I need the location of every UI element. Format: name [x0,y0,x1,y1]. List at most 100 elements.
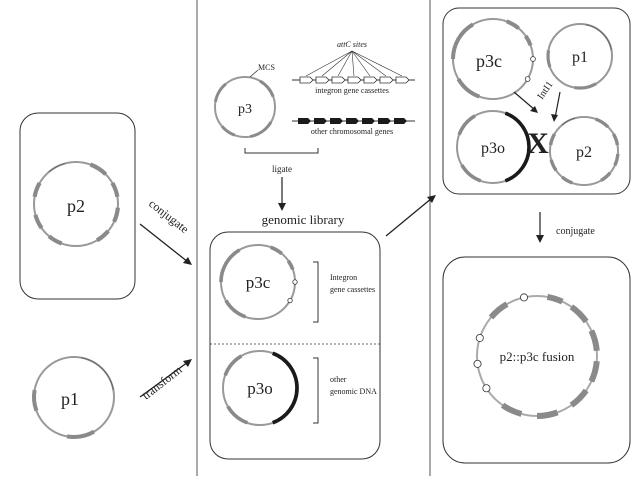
attc-sites-label: attC sites [337,40,367,49]
attc-fan-lines [305,50,403,77]
plasmid-p3: p3 [213,76,276,139]
plasmid-p3o-library-label: p3o [247,379,273,398]
p3c-mating-features [451,19,536,99]
integron-bracket [313,261,319,323]
fusion-features [473,293,600,419]
gene-block [504,111,531,183]
gene-block [47,234,63,246]
gene-block [32,389,39,412]
gene-block [546,50,552,68]
plasmid-p3o-library: p3o [222,350,299,426]
other-bracket-label-2: genomic DNA [330,387,377,396]
conjugate-label-right: conjugate [556,226,595,237]
gene-block [488,301,509,320]
inti1-arrow-2 [554,91,561,119]
mating-to-fusion-arrowhead [536,235,544,243]
chromosomal-gene-row [292,118,415,124]
gene-block [457,114,476,136]
inti1-arrowhead-1 [530,106,538,113]
chromosomal-gene-arrow [346,118,359,124]
gene-block [259,79,275,98]
transform-label: transform [139,362,185,402]
integron-bracket-label-2: gene cassettes [330,285,375,294]
gene-block [89,162,108,176]
gene-block [594,117,610,129]
gene-block [561,117,576,126]
p3o-mating-features [457,111,531,183]
gene-block [600,171,612,182]
conjugate-arrowhead-left [183,257,192,265]
transform-arrowhead [183,359,192,367]
library-to-mating-arrowhead [427,195,436,203]
plasmid-p3c-library-label: p3c [246,273,271,292]
p1-left-features [32,357,114,439]
cassette-arrow [331,76,346,84]
gene-block [213,82,227,103]
attc-line [351,50,387,77]
plasmid-p2-mating-label: p2 [576,144,592,161]
ligate-bracket [244,148,319,154]
gene-block [561,175,574,185]
gene-block [549,159,558,172]
plasmid-fusion: p2::p3c fusion [473,293,600,419]
gene-block [536,409,559,419]
p1-mating-features [546,23,613,90]
gene-block [569,388,589,408]
donor-box [19,112,136,300]
gene-block [269,245,283,256]
chromosomal-gene-arrow [298,118,311,124]
gene-block [220,125,236,137]
gene-block [80,357,114,391]
plasmid-p2-mating: p2 [548,116,620,186]
attc-line [337,50,353,77]
gene-block [286,259,295,271]
cassette-arrow [347,76,362,84]
cassette-arrow [315,76,330,84]
transform-arrow [139,361,189,398]
integron-cassettes-label: integron gene cassettes [315,86,389,95]
gene-block [546,293,564,305]
cassette-arrow [363,76,378,84]
p3c-library-features [219,245,298,319]
gene-block [588,329,600,352]
gene-block [95,229,110,243]
gene-block [460,164,482,183]
other-dna-bracket [313,357,319,424]
gene-block [223,354,243,377]
recombination-x-mark: X [527,127,549,160]
site-marker [520,293,529,302]
chromosomal-gene-arrow [314,118,327,124]
gene-block [548,133,557,146]
gene-block [585,23,613,51]
gene-block [219,248,241,283]
plasmid-p1-mating: p1 [546,23,613,90]
p2-mating-features [548,117,620,185]
site-marker [524,76,531,82]
gene-block [271,351,299,425]
plasmid-p1-left-label: p1 [61,389,79,409]
gene-block [588,360,600,383]
conjugate-arrow-left [139,223,189,263]
gene-block [456,77,481,99]
gene-block [574,82,597,90]
plasmid-p3c-library: p3c [219,244,298,320]
attc-line [351,50,355,77]
site-marker [475,333,484,342]
gene-block [32,181,42,198]
genomic-library-box [209,231,381,460]
gene-block [451,22,475,60]
gene-block [33,214,44,230]
cassette-arrow [379,76,394,84]
chromosomal-gene-arrow [362,118,375,124]
ligate-label: ligate [272,164,292,174]
other-bracket-label-1: other [330,375,347,384]
inti1-label: IntI1 [535,79,555,101]
attc-line [305,50,353,77]
ligate-arrowhead [278,203,286,211]
gene-block [112,207,120,223]
p3-features [213,79,275,139]
plasmid-p3o-mating: p3o [456,110,531,184]
site-marker [473,359,482,368]
